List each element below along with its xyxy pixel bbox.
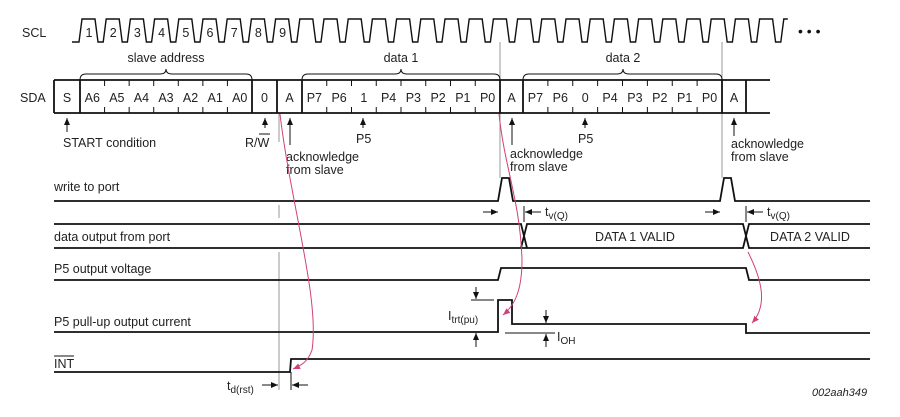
causal-arrow-data2-to-current bbox=[747, 251, 763, 324]
sda-cell-label: P6 bbox=[553, 91, 568, 105]
tvq2-sub: v(Q) bbox=[770, 211, 789, 222]
sda-cell-label: A bbox=[285, 91, 294, 105]
data-output-label: data output from port bbox=[54, 230, 171, 244]
sda-cell-label: A6 bbox=[85, 91, 100, 105]
tdrst-label: td(rst) bbox=[227, 379, 254, 396]
p5-current-label: P5 pull-up output current bbox=[54, 315, 191, 329]
sda-cell-label: P1 bbox=[455, 91, 470, 105]
data-output-bus bbox=[54, 223, 870, 249]
scl-pulse-number: 8 bbox=[255, 26, 262, 40]
sda-cell-label: S bbox=[63, 91, 71, 105]
sda-cell-label: P4 bbox=[602, 91, 617, 105]
sda-cell-label: A bbox=[507, 91, 516, 105]
int-label: INT bbox=[54, 357, 75, 371]
sda-cell-label: P1 bbox=[677, 91, 692, 105]
brace-data2 bbox=[522, 68, 723, 81]
p5-current-waveform bbox=[54, 299, 870, 334]
scl-waveform bbox=[72, 18, 788, 43]
sda-cell-label: A2 bbox=[183, 91, 198, 105]
sda-cell-label: A5 bbox=[109, 91, 124, 105]
sda-cell-label: P6 bbox=[331, 91, 346, 105]
tvq2-label: tv(Q) bbox=[767, 205, 790, 222]
sda-cell-label: P3 bbox=[406, 91, 421, 105]
scl-pulse-number: 7 bbox=[231, 26, 238, 40]
scl-pulse-number: 4 bbox=[158, 26, 165, 40]
ioh-main: I bbox=[557, 330, 560, 344]
scl-pulse-number: 1 bbox=[86, 26, 93, 40]
brace-data1 bbox=[301, 68, 501, 81]
scl-pulse-number: 6 bbox=[207, 26, 214, 40]
ack1-label-line1: acknowledge bbox=[286, 150, 359, 164]
ack3-label-line1: acknowledge bbox=[731, 137, 804, 151]
sda-cell-label: 0 bbox=[582, 91, 589, 105]
brace-slave-address bbox=[79, 68, 253, 81]
continuation-ellipsis: • • • bbox=[798, 23, 821, 39]
causal-arrow-ack-to-current bbox=[498, 113, 523, 316]
sda-cell-label: 0 bbox=[261, 91, 268, 105]
sda-cell-label: A1 bbox=[207, 91, 222, 105]
int-waveform bbox=[54, 358, 870, 373]
scl-label: SCL bbox=[22, 26, 46, 40]
group-label-data1: data 1 bbox=[384, 51, 419, 65]
sda-cell-label: A3 bbox=[158, 91, 173, 105]
itrt-label: Itrt(pu) bbox=[448, 309, 478, 326]
scl-pulse-number: 2 bbox=[110, 26, 117, 40]
sda-label: SDA bbox=[20, 91, 46, 105]
tvq1-sub: v(Q) bbox=[548, 211, 567, 222]
start-condition-label: START condition bbox=[63, 136, 156, 150]
scl-pulse-number: 5 bbox=[182, 26, 189, 40]
ioh-sub: OH bbox=[560, 336, 575, 347]
scl-pulse-number: 9 bbox=[279, 26, 286, 40]
data1-valid-label: DATA 1 VALID bbox=[595, 230, 675, 244]
sda-cell-label: A4 bbox=[134, 91, 149, 105]
write-to-port-waveform bbox=[54, 177, 870, 202]
ack3-label-line2: from slave bbox=[731, 150, 789, 164]
ack1-label-line2: from slave bbox=[286, 163, 344, 177]
itrt-main: I bbox=[448, 309, 451, 323]
sda-cell-label: P3 bbox=[627, 91, 642, 105]
sda-cell-label: P2 bbox=[430, 91, 445, 105]
ioh-label: IOH bbox=[557, 330, 575, 347]
sda-cell-label: A bbox=[730, 91, 739, 105]
p5-voltage-label: P5 output voltage bbox=[54, 262, 151, 276]
group-label-slave-address: slave address bbox=[127, 51, 204, 65]
rw-label: R/W bbox=[245, 136, 270, 150]
write-to-port-label: write to port bbox=[53, 180, 120, 194]
tdrst-main: t bbox=[227, 379, 231, 393]
ack2-label-line2: from slave bbox=[510, 160, 568, 174]
tvq2-main: t bbox=[767, 205, 771, 219]
tvq1-label: tv(Q) bbox=[545, 205, 568, 222]
tvq1-main: t bbox=[545, 205, 549, 219]
causal-arrow-ack-to-int bbox=[279, 113, 314, 370]
group-label-data2: data 2 bbox=[606, 51, 641, 65]
scl-pulse-number: 3 bbox=[134, 26, 141, 40]
p5-label-2: P5 bbox=[578, 132, 593, 146]
sda-cell-label: P0 bbox=[480, 91, 495, 105]
sda-cell-label: A0 bbox=[232, 91, 247, 105]
ack2-label-line1: acknowledge bbox=[510, 147, 583, 161]
figure-id: 002aah349 bbox=[812, 387, 867, 399]
p5-voltage-waveform bbox=[54, 267, 870, 281]
sda-cell-label: P7 bbox=[528, 91, 543, 105]
sda-cell-label: 1 bbox=[360, 91, 367, 105]
sda-cell-label: P2 bbox=[652, 91, 667, 105]
tdrst-sub: d(rst) bbox=[230, 385, 253, 396]
p5-label-1: P5 bbox=[356, 132, 371, 146]
itrt-sub: trt(pu) bbox=[451, 315, 478, 326]
sda-cell-label: P4 bbox=[381, 91, 396, 105]
data2-valid-label: DATA 2 VALID bbox=[770, 230, 850, 244]
sda-cell-label: P7 bbox=[307, 91, 322, 105]
sda-cell-label: P0 bbox=[702, 91, 717, 105]
